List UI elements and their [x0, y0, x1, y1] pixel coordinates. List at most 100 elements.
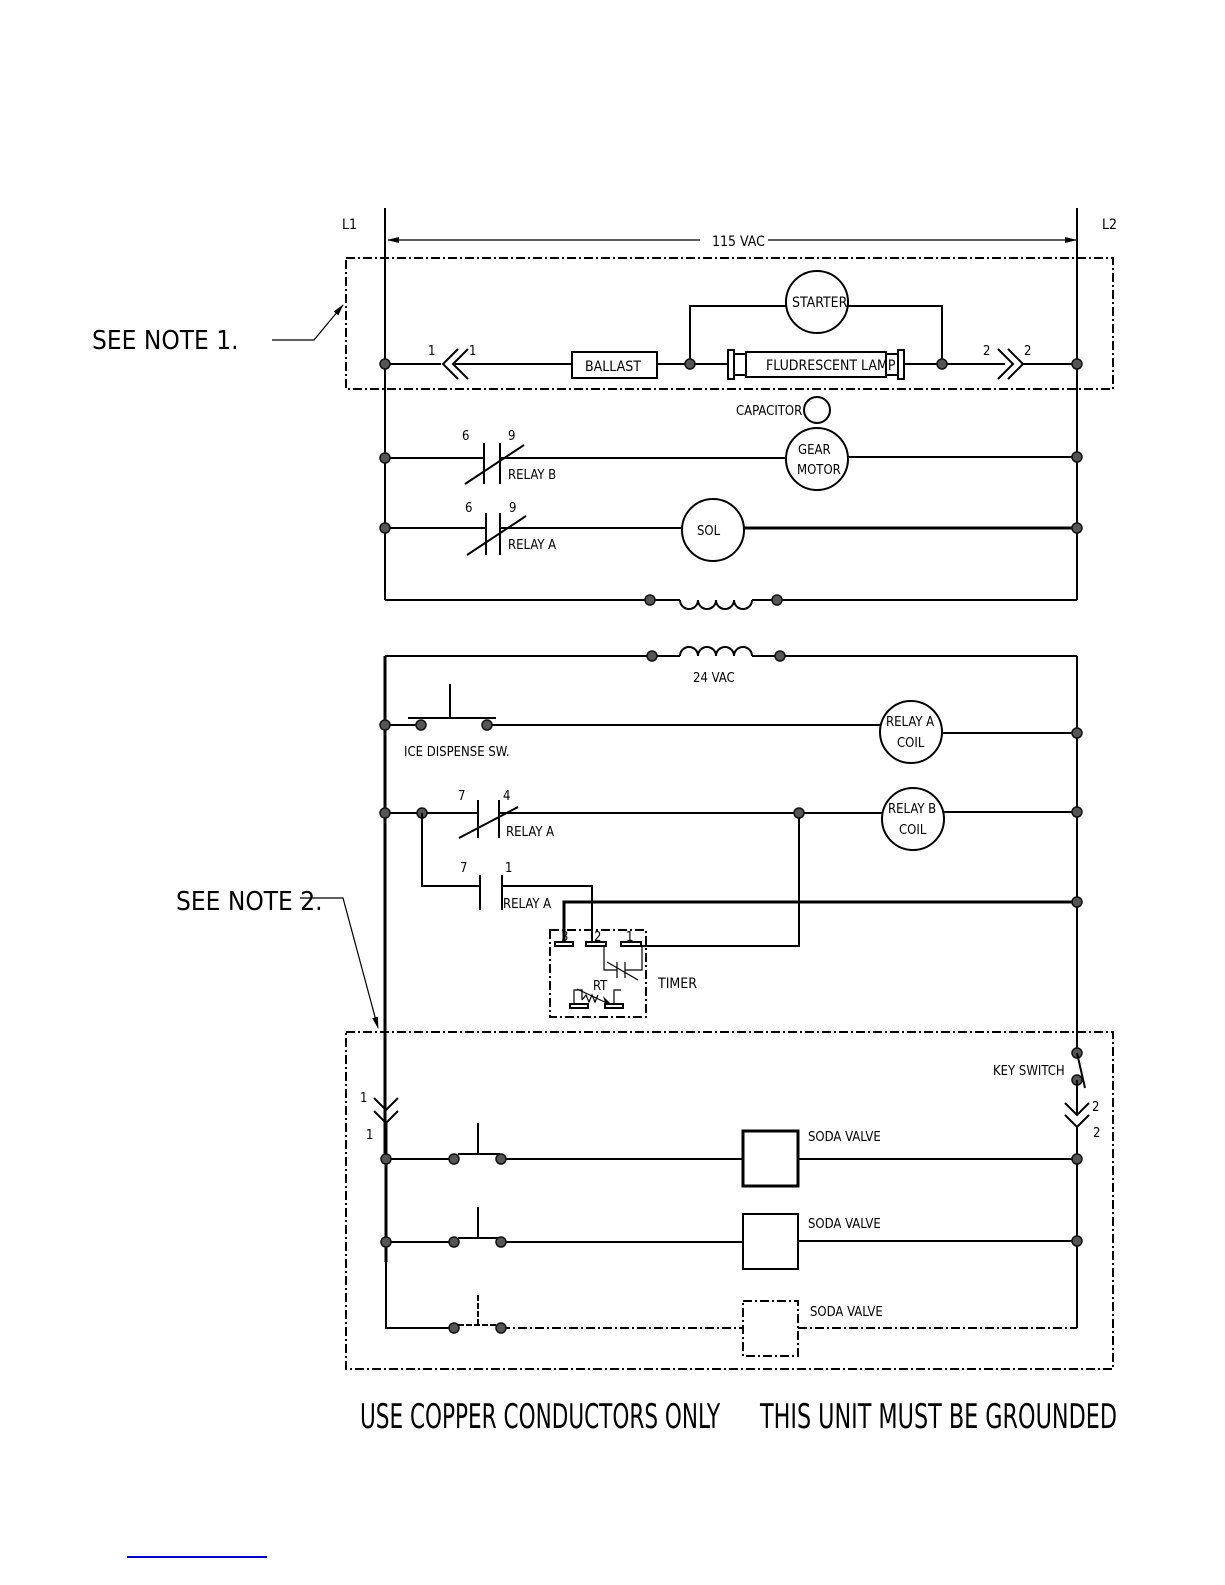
connector-pin-label: 1 [366, 1128, 373, 1143]
timer-terminal-1 [620, 941, 642, 947]
junction-node [380, 1153, 392, 1165]
connector-plug-icon [1064, 1102, 1090, 1117]
footer-copper-warning: USE COPPER CONDUCTORS ONLY [360, 1397, 720, 1437]
relay-b-coil-label: RELAY B [888, 802, 936, 817]
connector-pin-label: 2 [1092, 1100, 1099, 1115]
timer-label: TIMER [657, 976, 697, 992]
lamp-circuit: 1 1 BALLAST STARTER FLUDRESCENT LAMP 2 2 [379, 270, 1083, 380]
relay-a-contact-label: RELAY A [508, 538, 556, 553]
key-switch-label: KEY SWITCH [993, 1064, 1065, 1079]
contact-number: 9 [508, 429, 515, 444]
junction-node [379, 719, 391, 731]
connector-pin-label: 1 [428, 344, 435, 359]
secondary-voltage-label: 24 VAC [693, 671, 735, 686]
hyperlink-underline[interactable] [127, 1556, 267, 1558]
junction-node [1071, 522, 1083, 534]
junction-node [495, 1322, 507, 1334]
junction-node [771, 594, 783, 606]
relay-a-no-label: RELAY A [503, 897, 551, 912]
relay-b-coil-label: COIL [899, 823, 927, 838]
junction-node [774, 650, 786, 662]
junction-node [646, 650, 658, 662]
solenoid-circuit: 6 9 RELAY A SOL [379, 498, 1083, 562]
connector-plug-icon [1007, 348, 1025, 380]
gear-motor-circuit: CAPACITOR 6 9 RELAY B GEAR MOTOR [379, 396, 1083, 491]
junction-node [644, 594, 656, 606]
junction-node [1071, 727, 1083, 739]
contact-number: 1 [505, 861, 512, 876]
connector-plug-icon [373, 1097, 399, 1112]
rail-label-l1: L1 [342, 217, 357, 233]
soda-valve-label: SODA VALVE [808, 1130, 881, 1145]
timer-enclosure [549, 929, 647, 1018]
resistor-icon [581, 993, 599, 1004]
relay-a-coil-label: RELAY A [886, 715, 934, 730]
junction-node [1071, 451, 1083, 463]
starter-label: STARTER [792, 295, 848, 311]
soda-valve-label: SODA VALVE [810, 1305, 883, 1320]
junction-node [379, 522, 391, 534]
fluorescent-lamp [745, 351, 887, 378]
relay-b-coil-circuit: 7 4 RELAY A RELAY B COIL [379, 787, 1083, 947]
connector-pin-label: 2 [983, 344, 990, 359]
junction-node [936, 358, 948, 370]
relay-b-contact-label: RELAY B [508, 468, 556, 483]
soda-valve-label: SODA VALVE [808, 1217, 881, 1232]
soda-valve-row-optional: SODA VALVE [448, 1295, 1077, 1357]
junction-node [379, 452, 391, 464]
ice-dispense-circuit: ICE DISPENSE SW. RELAY A COIL [379, 684, 1083, 764]
timer-terminal-label: 2 [594, 930, 601, 945]
starter [785, 270, 849, 334]
lamp-label: FLUDRESCENT LAMP [766, 358, 896, 374]
junction-node [481, 719, 493, 731]
junction-node [1071, 806, 1083, 818]
contact-number: 4 [503, 789, 510, 804]
relay-a-coil-label: COIL [897, 736, 925, 751]
junction-node [448, 1322, 460, 1334]
soda-valve [741, 1129, 800, 1188]
transformer-secondary: 24 VAC [385, 646, 1077, 686]
contact-number: 6 [465, 501, 472, 516]
rail-label-l2: L2 [1102, 217, 1117, 233]
junction-node [1071, 1235, 1083, 1247]
connector-pin-label: 2 [1093, 1126, 1100, 1141]
transformer-primary [385, 594, 1077, 610]
solenoid-label: SOL [697, 524, 721, 539]
junction-node [1071, 358, 1083, 370]
contact-number: 9 [509, 501, 516, 516]
junction-node [415, 719, 427, 731]
soda-circuit: 1 1 KEY SWITCH 2 2 SODA VALVE [360, 1047, 1100, 1357]
supply-voltage-label: 115 VAC [712, 234, 765, 250]
junction-node [379, 807, 391, 819]
key-switch [1076, 1052, 1086, 1089]
footer-ground-warning: THIS UNIT MUST BE GROUNDED [759, 1397, 1117, 1437]
note-2-label: SEE NOTE 2. [176, 887, 323, 917]
coil-winding-icon [679, 599, 753, 610]
rt-label: RT [593, 979, 608, 994]
soda-enclosure-boundary [345, 1031, 1114, 1370]
soda-valve-optional [742, 1300, 799, 1357]
timer-terminal-label: 3 [561, 930, 568, 945]
contact-number: 6 [462, 429, 469, 444]
junction-node [495, 1236, 507, 1248]
note-2-leader [300, 897, 379, 1029]
gear-motor-label: GEAR [798, 443, 831, 458]
junction-node [380, 1236, 392, 1248]
ice-dispense-switch-label: ICE DISPENSE SW. [404, 745, 510, 760]
relay-b-coil [881, 787, 945, 851]
timer-terminal-label: 1 [626, 930, 633, 945]
junction-node [1071, 896, 1083, 908]
junction-node [448, 1153, 460, 1165]
gear-motor [785, 427, 849, 491]
contact-number: 7 [460, 861, 467, 876]
connector-pin-label: 2 [1024, 344, 1031, 359]
lamp-enclosure-boundary [345, 257, 1114, 390]
junction-node [495, 1153, 507, 1165]
capacitor [803, 396, 831, 424]
timer-circuit: 7 1 RELAY A 3 2 1 RT TIMER [421, 813, 1083, 1018]
junction-node [1071, 1153, 1083, 1165]
ballast-label: BALLAST [585, 359, 641, 375]
soda-valve-row: SODA VALVE [380, 1123, 1083, 1188]
soda-valve-row: SODA VALVE [380, 1207, 1083, 1270]
